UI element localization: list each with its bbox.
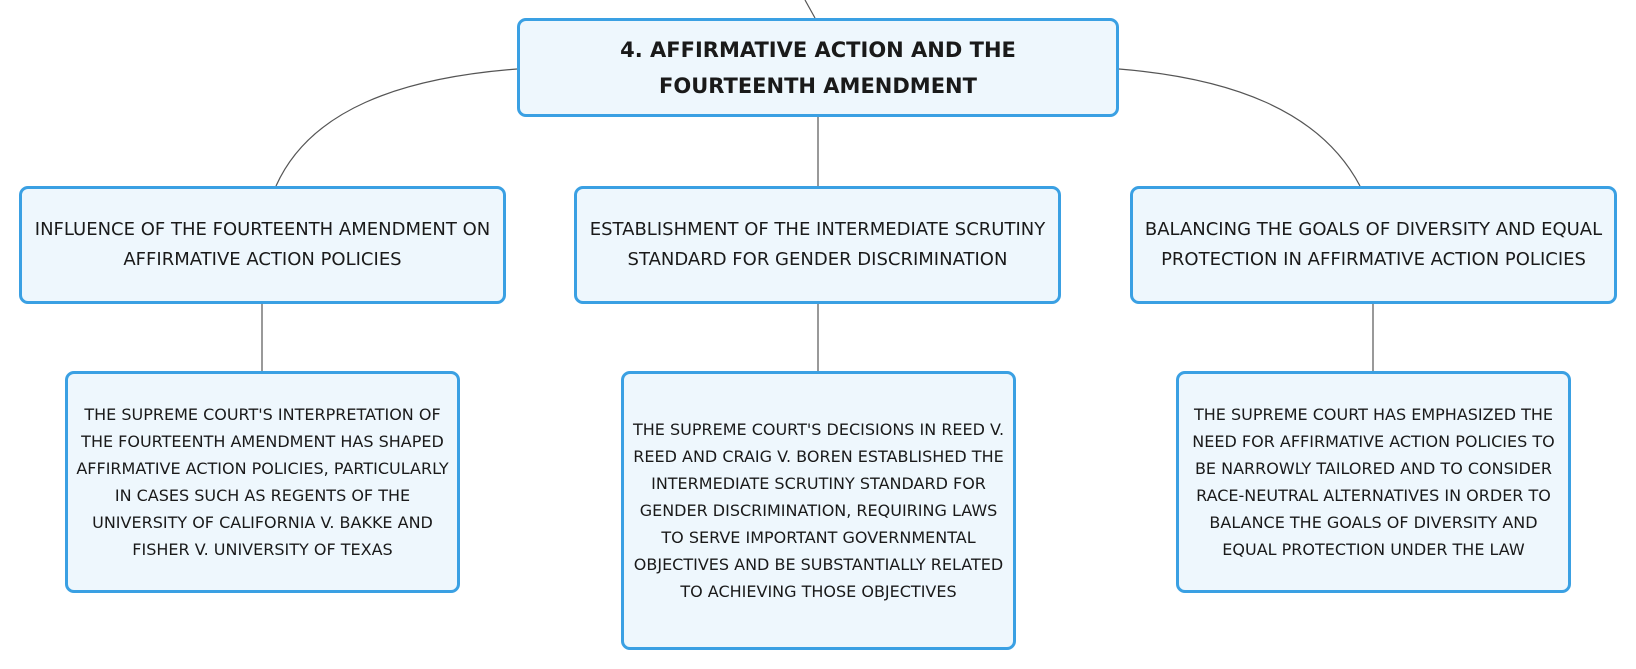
detail-text: THE SUPREME COURT'S DECISIONS IN REED V.…	[632, 420, 1005, 601]
root-topic-node[interactable]: 4. AFFIRMATIVE ACTION AND THE FOURTEENTH…	[517, 18, 1119, 117]
detail-node-fourteenth-amendment-influence[interactable]: THE SUPREME COURT'S INTERPRETATION OF TH…	[65, 371, 460, 593]
branch-node-diversity-equal-protection[interactable]: BALANCING THE GOALS OF DIVERSITY AND EQU…	[1130, 186, 1617, 304]
detail-text: THE SUPREME COURT HAS EMPHASIZED THE NEE…	[1192, 405, 1555, 559]
branch-node-fourteenth-amendment-influence[interactable]: INFLUENCE OF THE FOURTEENTH AMENDMENT ON…	[19, 186, 506, 304]
connector-incoming-root	[804, 0, 816, 19]
branch-node-intermediate-scrutiny[interactable]: ESTABLISHMENT OF THE INTERMEDIATE SCRUTI…	[574, 186, 1061, 304]
branch-title: INFLUENCE OF THE FOURTEENTH AMENDMENT ON…	[34, 219, 491, 270]
branch-title: BALANCING THE GOALS OF DIVERSITY AND EQU…	[1144, 219, 1603, 270]
detail-node-diversity-equal-protection[interactable]: THE SUPREME COURT HAS EMPHASIZED THE NEE…	[1176, 371, 1571, 593]
connector-root-to-branch-1	[275, 68, 518, 187]
branch-title: ESTABLISHMENT OF THE INTERMEDIATE SCRUTI…	[589, 219, 1046, 270]
connector-root-to-branch-3	[1118, 68, 1361, 187]
detail-text: THE SUPREME COURT'S INTERPRETATION OF TH…	[76, 405, 449, 559]
root-topic-title: 4. AFFIRMATIVE ACTION AND THE FOURTEENTH…	[620, 37, 1016, 98]
detail-node-intermediate-scrutiny[interactable]: THE SUPREME COURT'S DECISIONS IN REED V.…	[621, 371, 1016, 650]
